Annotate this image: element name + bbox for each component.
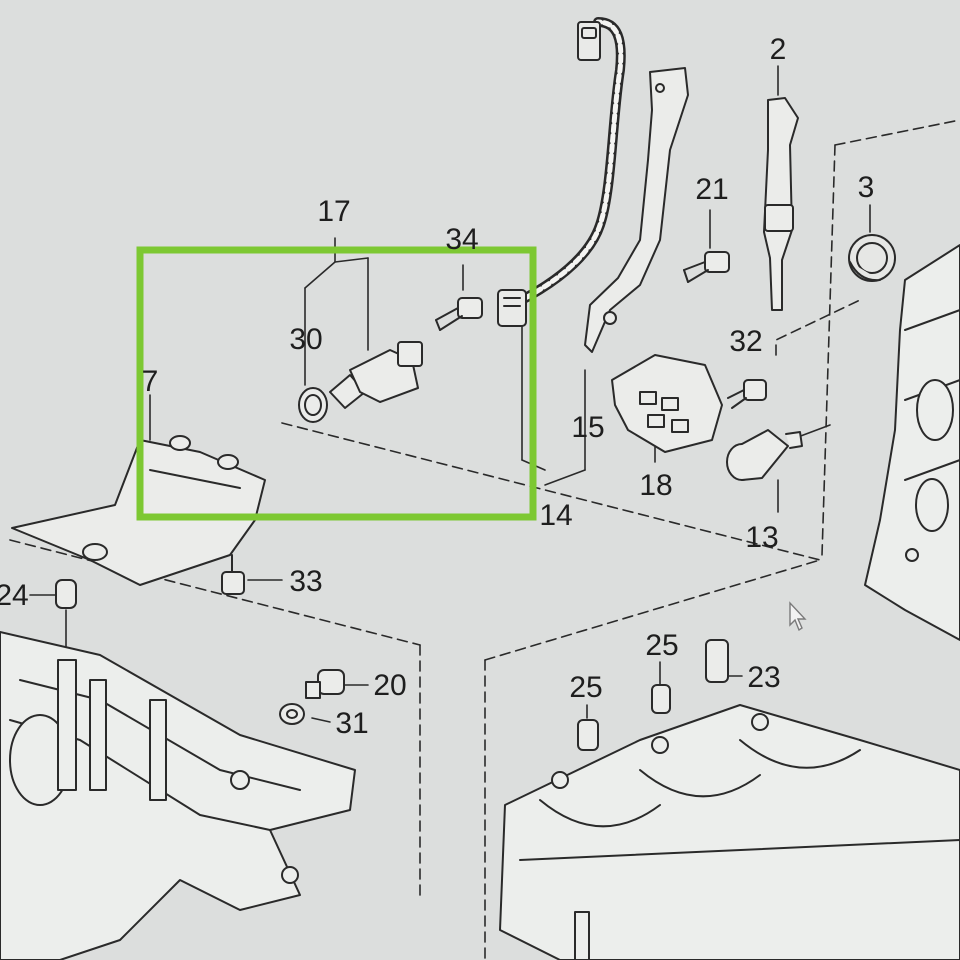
callout-31: 31 bbox=[335, 707, 369, 740]
dowel-23 bbox=[705, 639, 729, 683]
dowel-25-left bbox=[577, 719, 599, 751]
callout-24: 24 bbox=[0, 579, 29, 612]
leader-lines bbox=[29, 65, 871, 723]
highlight-box bbox=[136, 246, 537, 521]
oil-pan bbox=[0, 631, 356, 960]
callout-34: 34 bbox=[445, 223, 479, 256]
callout-7: 7 bbox=[141, 365, 159, 398]
guide-lines bbox=[9, 119, 960, 960]
callout-20: 20 bbox=[373, 669, 407, 702]
dowel-24 bbox=[55, 579, 77, 609]
callout-3: 3 bbox=[857, 171, 875, 204]
callout-15: 15 bbox=[571, 411, 605, 444]
cursor-icon bbox=[789, 601, 807, 632]
callout-25b: 25 bbox=[645, 629, 679, 662]
callout-17: 17 bbox=[317, 195, 351, 228]
callout-21: 21 bbox=[695, 173, 729, 206]
pressure-switch-13 bbox=[726, 429, 803, 481]
callout-25a: 25 bbox=[569, 671, 603, 704]
bolt-32 bbox=[727, 379, 767, 409]
callout-13: 13 bbox=[745, 521, 779, 554]
washer-30 bbox=[298, 387, 328, 423]
callout-14: 14 bbox=[539, 499, 573, 532]
callout-23: 23 bbox=[747, 661, 781, 694]
sensor-bracket bbox=[763, 97, 799, 311]
drain-bolt-20 bbox=[305, 669, 345, 699]
callout-32: 32 bbox=[729, 325, 763, 358]
dowel-25-right bbox=[651, 684, 671, 714]
sensor-18 bbox=[611, 354, 723, 453]
harness-bracket bbox=[584, 67, 689, 353]
bolt-33 bbox=[221, 554, 245, 595]
lower-block bbox=[499, 704, 960, 960]
plug-3 bbox=[848, 234, 896, 282]
bolt-21 bbox=[683, 251, 730, 283]
bolt-34 bbox=[435, 297, 483, 331]
callout-2: 2 bbox=[769, 33, 787, 66]
pressure-switch-17 bbox=[329, 341, 423, 409]
washer-31 bbox=[279, 703, 305, 725]
callout-18: 18 bbox=[639, 469, 673, 502]
wiring-harness bbox=[497, 17, 626, 327]
engine-block bbox=[864, 244, 960, 641]
callout-33: 33 bbox=[289, 565, 323, 598]
callout-30: 30 bbox=[289, 323, 323, 356]
